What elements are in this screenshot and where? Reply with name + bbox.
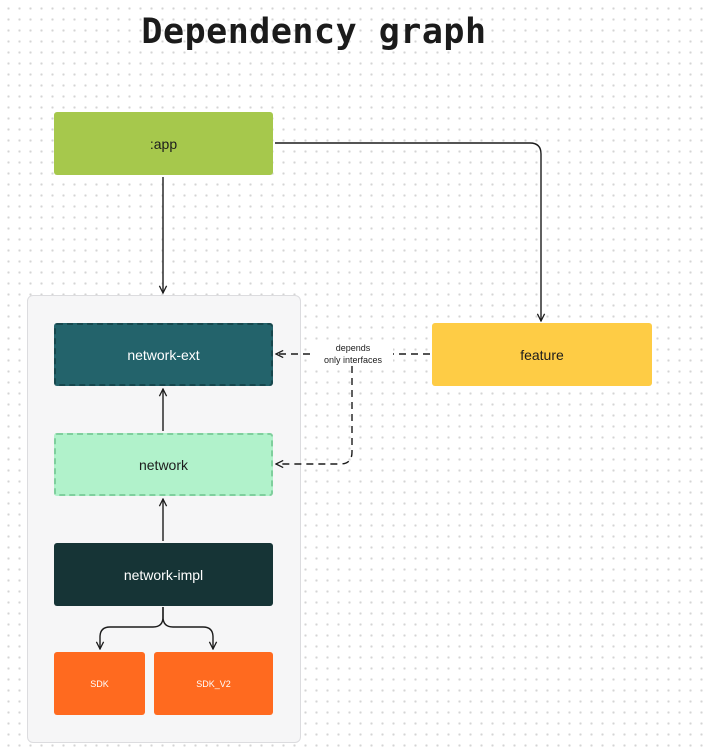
edge-app-to-feature bbox=[275, 142, 541, 321]
edge-feature-to-network bbox=[276, 354, 353, 464]
node-network-ext-label: network-ext bbox=[127, 346, 200, 363]
node-network-label: network bbox=[138, 456, 189, 473]
diagram-title: Dependency graph bbox=[141, 12, 487, 52]
node-sdk-v2-label: SDK_V2 bbox=[196, 678, 231, 689]
node-sdk-v2[interactable]: SDK_V2 bbox=[154, 652, 273, 715]
node-app-label: :app bbox=[149, 135, 178, 152]
edge-impl-to-sdk-v2 bbox=[162, 607, 213, 649]
node-feature-label: feature bbox=[520, 346, 564, 363]
edge-label-line-1: depends bbox=[335, 343, 371, 353]
edge-impl-to-sdk bbox=[100, 607, 164, 649]
edge-label-line-2: only interfaces bbox=[323, 355, 383, 365]
node-feature[interactable]: feature bbox=[432, 323, 652, 386]
node-app[interactable]: :app bbox=[54, 112, 273, 175]
node-network[interactable]: network bbox=[54, 433, 273, 496]
node-network-impl[interactable]: network-impl bbox=[54, 543, 273, 606]
edge-label-depends-only-interfaces: depends only interfaces bbox=[313, 342, 393, 366]
node-sdk-label: SDK bbox=[90, 678, 109, 689]
node-network-impl-label: network-impl bbox=[123, 566, 204, 583]
node-sdk[interactable]: SDK bbox=[54, 652, 145, 715]
node-network-ext[interactable]: network-ext bbox=[54, 323, 273, 386]
